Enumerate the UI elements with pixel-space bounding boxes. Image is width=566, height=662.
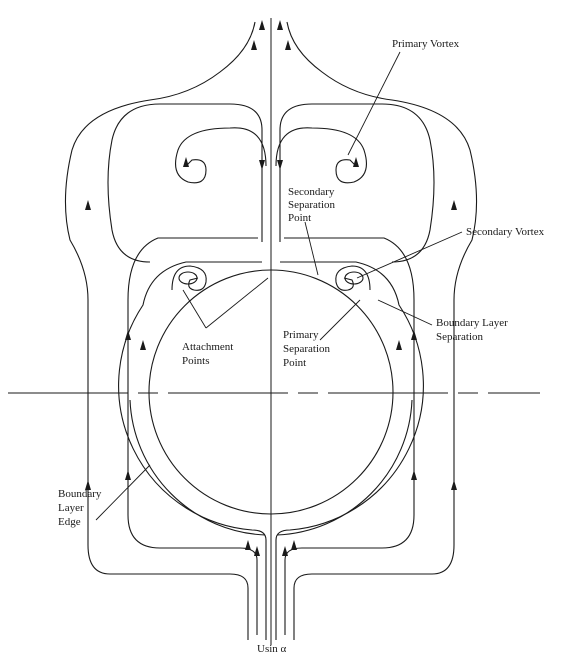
arrow-bottom-right-1 bbox=[291, 540, 297, 550]
label-secondary-separation-point-2: Separation bbox=[288, 199, 336, 211]
vortex-left-spiral bbox=[176, 128, 266, 183]
arrow-bottom-right-2 bbox=[411, 470, 417, 480]
arrow-inlet-right bbox=[282, 546, 288, 556]
label-attachment-points-1: Attachment bbox=[182, 341, 233, 353]
label-attachment-points-2: Points bbox=[182, 355, 210, 367]
leader-secondary-vortex bbox=[357, 232, 462, 278]
leader-primary-separation bbox=[320, 300, 360, 340]
streamline-outer-left bbox=[65, 22, 255, 640]
arrow-right-inner-up bbox=[396, 340, 402, 350]
arrow-vortex-left bbox=[183, 157, 189, 167]
leader-boundary-layer-separation bbox=[378, 300, 432, 325]
vortex-right-spiral bbox=[276, 128, 366, 183]
label-boundary-layer-edge-3: Edge bbox=[58, 516, 81, 528]
label-secondary-separation-point-3: Point bbox=[288, 212, 311, 224]
leader-attachment-left bbox=[183, 290, 206, 328]
label-secondary-separation-point-1: Secondary bbox=[288, 186, 335, 198]
arrow-right-wall-up-1 bbox=[451, 200, 457, 210]
arrow-bottom-left-2 bbox=[125, 470, 131, 480]
label-primary-separation-point-3: Point bbox=[283, 357, 306, 369]
leader-boundary-layer-edge bbox=[96, 465, 150, 520]
arrow-left-inner-up bbox=[140, 340, 146, 350]
label-boundary-layer-separation-1: Boundary Layer bbox=[436, 317, 508, 329]
arrow-bottom-right-3 bbox=[451, 480, 457, 490]
secondary-vortex-core-right bbox=[345, 272, 363, 284]
secondary-vortex-right bbox=[336, 266, 370, 290]
label-primary-separation-point-1: Primary bbox=[283, 329, 319, 341]
secondary-vortex-left bbox=[172, 266, 206, 290]
secondary-vortex-core-left bbox=[179, 272, 197, 284]
label-primary-vortex: Primary Vortex bbox=[392, 38, 460, 50]
arrow-down-center-right bbox=[277, 160, 283, 170]
arrow-right-wall-up-2 bbox=[411, 330, 417, 340]
label-boundary-layer-separation-2: Separation bbox=[436, 331, 484, 343]
arrow-left-wall-up-2 bbox=[125, 330, 131, 340]
leader-attachment-right bbox=[206, 278, 268, 328]
arrow-up-center-right bbox=[277, 20, 283, 30]
arrow-down-center-left bbox=[259, 160, 265, 170]
arrow-up-center-left bbox=[259, 20, 265, 30]
arrow-bottom-left-1 bbox=[245, 540, 251, 550]
label-primary-separation-point-2: Separation bbox=[283, 343, 331, 355]
arrow-up-outer-left bbox=[251, 40, 257, 50]
arrow-left-wall-up-1 bbox=[85, 200, 91, 210]
label-boundary-layer-edge-2: Layer bbox=[58, 502, 84, 514]
arrow-vortex-right bbox=[353, 157, 359, 167]
label-boundary-layer-edge-1: Boundary bbox=[58, 488, 102, 500]
arrow-up-outer-right bbox=[285, 40, 291, 50]
streamline-inner-right bbox=[276, 262, 423, 640]
label-secondary-vortex: Secondary Vortex bbox=[466, 226, 545, 238]
streamline-inner-left bbox=[119, 262, 266, 640]
leader-secondary-separation bbox=[305, 222, 318, 275]
arrow-inlet-left bbox=[254, 546, 260, 556]
label-freestream: Usin α bbox=[257, 643, 287, 655]
